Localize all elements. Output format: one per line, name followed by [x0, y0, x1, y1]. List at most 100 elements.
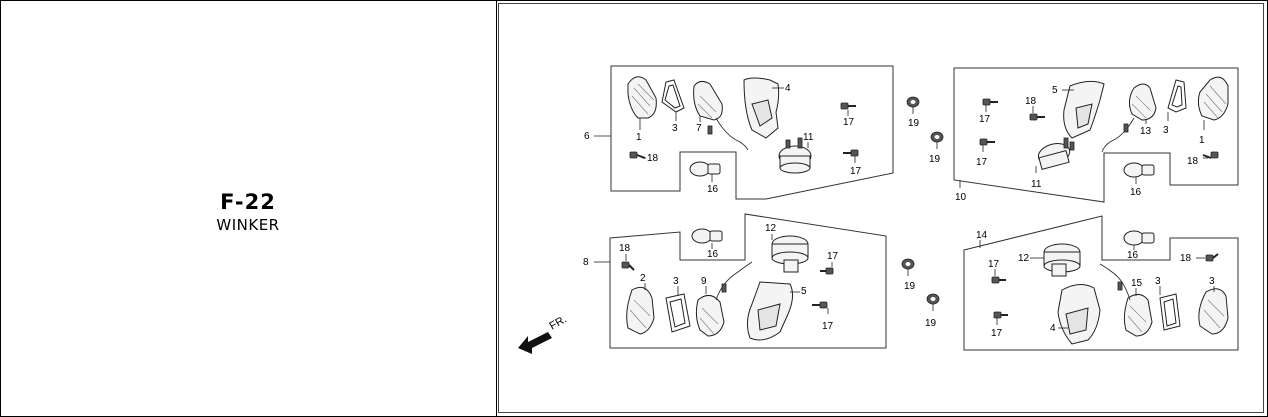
screw-icon — [979, 138, 995, 146]
callout-4: 4 — [785, 83, 791, 94]
gasket-inner-icon — [1163, 298, 1177, 327]
callout-16: 16 — [1130, 187, 1142, 198]
panel-divider — [496, 0, 497, 417]
winker-lens-icon — [1197, 76, 1229, 121]
screw-icon — [812, 301, 828, 309]
gasket-icon — [1167, 79, 1187, 113]
group-frame-top-right — [953, 67, 1239, 203]
callout-17: 17 — [827, 251, 839, 262]
callout-9: 9 — [701, 276, 707, 287]
callout-17: 17 — [822, 321, 834, 332]
winker-body-icon — [693, 80, 749, 151]
winker-housing-icon — [1063, 80, 1105, 139]
callout-11: 11 — [1031, 179, 1042, 190]
callout-17: 17 — [991, 328, 1003, 339]
callout-3: 3 — [1163, 125, 1169, 136]
callout-10: 10 — [955, 192, 967, 203]
screw-icon — [1205, 253, 1219, 262]
group-frame-top-left — [610, 65, 894, 200]
callout-3: 3 — [1155, 276, 1161, 287]
callout-18: 18 — [1025, 96, 1037, 107]
diagram-border — [498, 3, 1264, 413]
socket-icon — [1037, 137, 1075, 171]
screw-icon — [993, 311, 1008, 319]
winker-lens-icon — [626, 286, 655, 335]
gasket-icon — [1159, 293, 1181, 331]
callout-17: 17 — [988, 259, 1000, 270]
callout-18: 18 — [1180, 253, 1192, 264]
callout-17: 17 — [850, 166, 862, 177]
gasket-inner-icon — [664, 84, 681, 109]
socket-icon — [771, 235, 809, 273]
screw-icon — [1202, 151, 1219, 159]
front-direction-label: FR. — [548, 313, 569, 332]
gasket-icon — [661, 79, 685, 113]
callout-19: 19 — [908, 118, 920, 129]
callout-19: 19 — [925, 318, 937, 329]
gasket-inner-icon — [1171, 85, 1183, 108]
grommet-icon — [930, 131, 944, 143]
winker-body-icon — [1101, 83, 1157, 153]
grommet-icon — [906, 96, 920, 108]
callout-5: 5 — [1052, 85, 1058, 96]
callout-18: 18 — [619, 243, 631, 254]
winker-lens-icon — [1198, 288, 1229, 335]
callout-15: 15 — [1131, 278, 1143, 289]
winker-housing-icon — [743, 77, 780, 139]
grommet-icon — [901, 258, 915, 270]
winker-body-icon — [695, 261, 753, 337]
socket-icon — [1043, 243, 1081, 277]
winker-housing-icon — [1057, 284, 1101, 345]
callout-2: 2 — [640, 273, 646, 284]
callout-19: 19 — [929, 154, 941, 165]
winker-lens-icon — [627, 76, 657, 119]
gasket-inner-icon — [669, 298, 686, 328]
front-direction-arrow-icon — [518, 332, 552, 354]
bulb-icon — [1123, 230, 1155, 246]
screw-icon — [820, 267, 834, 275]
callout-13: 13 — [1140, 126, 1152, 137]
bulb-icon — [691, 228, 723, 244]
callout-5: 5 — [801, 286, 807, 297]
group-frame-bottom-right — [963, 215, 1239, 351]
callout-1: 1 — [636, 132, 642, 143]
callout-17: 17 — [843, 117, 855, 128]
winker-housing-icon — [746, 281, 794, 341]
winker-body-icon — [1099, 263, 1153, 337]
screw-icon — [991, 276, 1006, 284]
callout-17: 17 — [979, 114, 991, 125]
callout-3: 3 — [673, 276, 679, 287]
bulb-icon — [689, 161, 721, 177]
group-frame-bottom-left — [609, 213, 887, 349]
parts-diagram: 6 1 3 7 4 — [518, 65, 1239, 354]
callout-16: 16 — [707, 184, 719, 195]
callout-6: 6 — [584, 131, 590, 142]
callout-19: 19 — [904, 281, 916, 292]
callout-16: 16 — [1127, 250, 1139, 261]
callout-11: 11 — [803, 132, 814, 143]
title-panel: F-22 WINKER — [0, 0, 496, 417]
callout-7: 7 — [696, 123, 702, 134]
socket-icon — [778, 137, 812, 174]
callout-4: 4 — [1050, 323, 1056, 334]
callout-12: 12 — [1018, 253, 1030, 264]
callout-14: 14 — [976, 230, 988, 241]
callout-16: 16 — [707, 249, 719, 260]
callout-3: 3 — [672, 123, 678, 134]
callout-18: 18 — [1187, 156, 1199, 167]
figure-code: F-22 — [220, 190, 276, 214]
callout-3: 3 — [1209, 276, 1215, 287]
gasket-icon — [665, 293, 691, 333]
screw-icon — [843, 149, 859, 157]
callout-1: 1 — [1199, 135, 1205, 146]
callout-12: 12 — [765, 223, 777, 234]
screw-icon — [1029, 113, 1045, 121]
figure-name: WINKER — [216, 216, 280, 234]
screw-icon — [982, 98, 998, 106]
bulb-icon — [1123, 162, 1155, 178]
screw-icon — [621, 261, 635, 271]
screw-icon — [629, 151, 646, 159]
callout-18: 18 — [647, 153, 659, 164]
callout-17: 17 — [976, 157, 988, 168]
screw-icon — [840, 102, 856, 110]
